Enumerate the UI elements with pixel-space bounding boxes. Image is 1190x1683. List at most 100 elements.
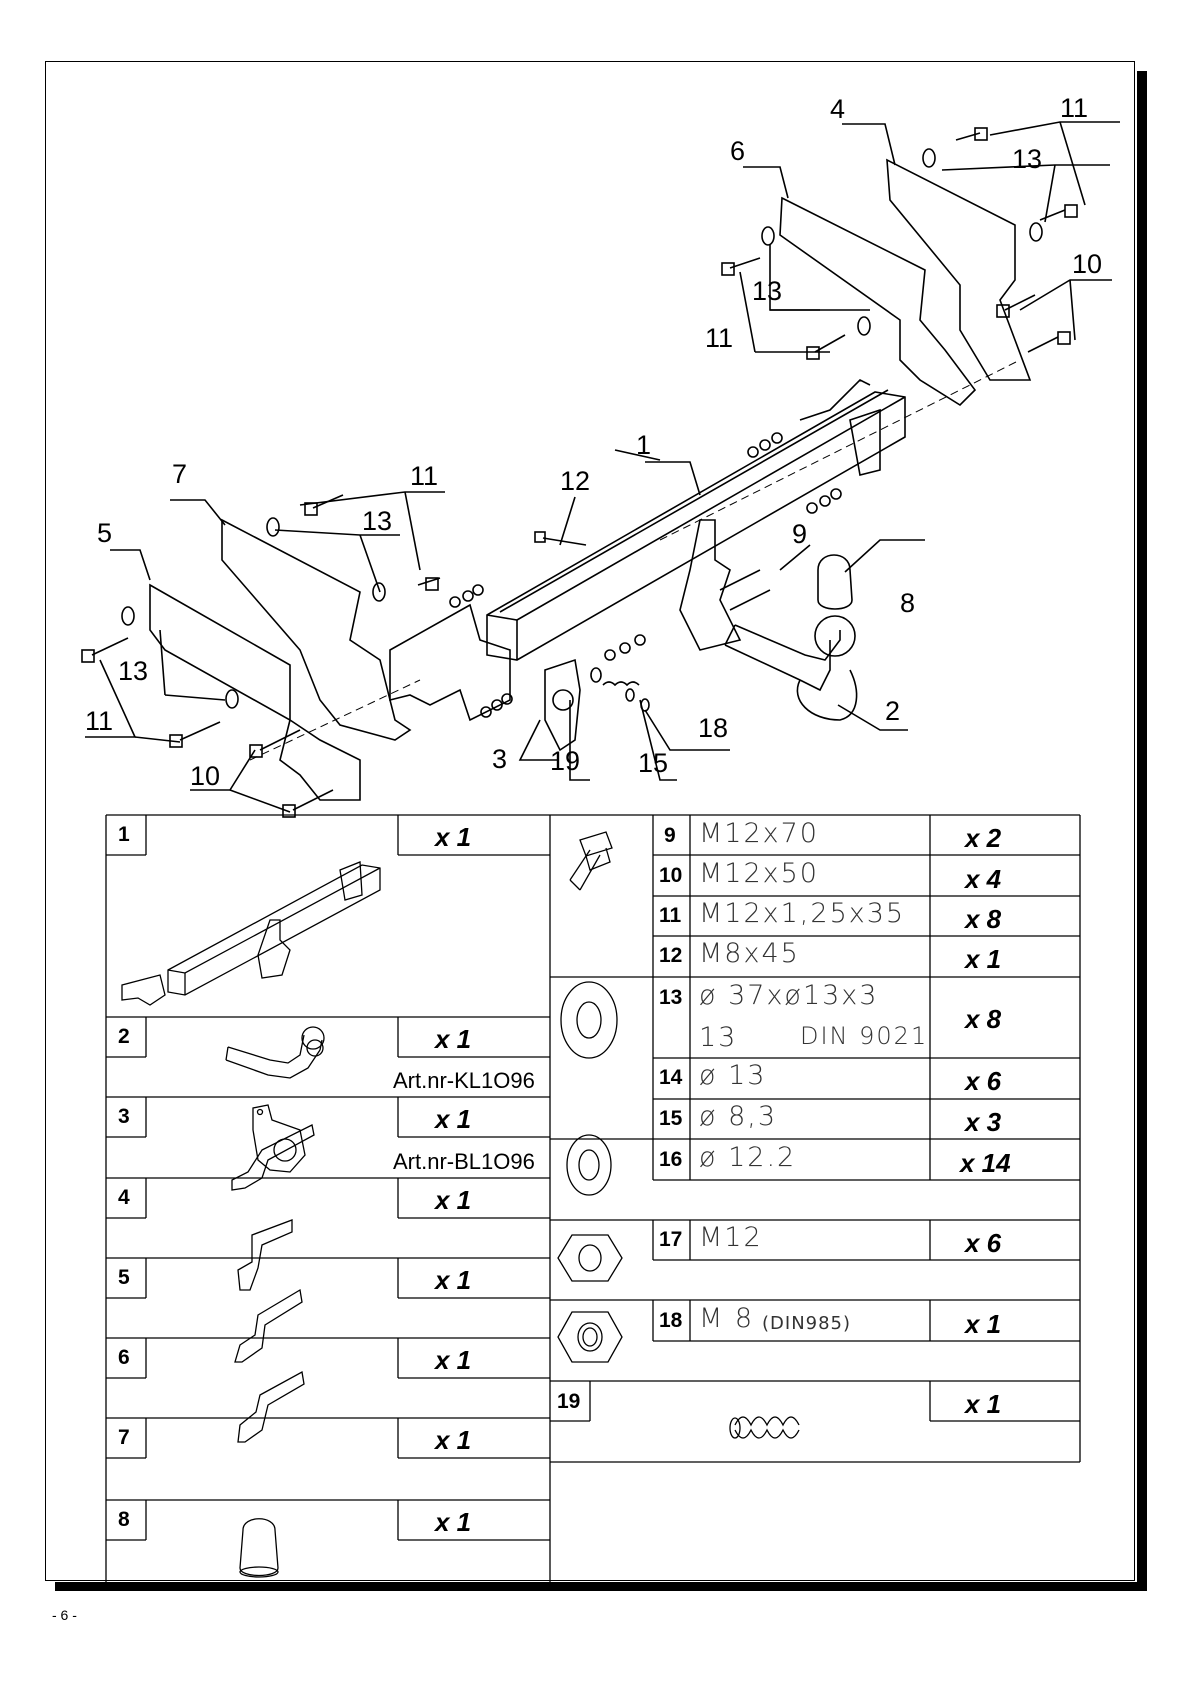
- part-quantity: x 1: [965, 944, 1002, 974]
- part-number: 7: [118, 1426, 130, 1449]
- part-number: 5: [118, 1266, 130, 1289]
- crossmember-part: [389, 379, 906, 722]
- part-number: 18: [659, 1309, 683, 1332]
- callout-2: 2: [885, 696, 900, 726]
- part-spec: ø 12.2: [699, 1142, 797, 1173]
- part-spec-standard: (DIN985): [762, 1313, 852, 1334]
- tow-bar-crossmember-icon: [121, 861, 381, 1006]
- part-number: 14: [659, 1066, 683, 1089]
- bracket-7-part: [221, 518, 412, 741]
- callout-13: 13: [1012, 144, 1042, 174]
- part-quantity: x 1: [965, 1389, 1002, 1419]
- part-number: 8: [118, 1508, 130, 1531]
- part-spec: ø 8,3: [699, 1101, 778, 1132]
- part-number: 13: [659, 986, 683, 1009]
- callout-13: 13: [118, 656, 148, 686]
- part-quantity: x 1: [435, 1185, 472, 1215]
- part-quantity: x 6: [965, 1066, 1002, 1096]
- part-spec: ø 37xø13x3: [699, 980, 879, 1011]
- article-number: Art.nr-KL1O96: [393, 1068, 535, 1093]
- part-spec-standard: DIN 9021: [800, 1022, 929, 1050]
- callout-9: 9: [792, 519, 807, 549]
- callout-13: 13: [752, 276, 782, 306]
- part-number: 6: [118, 1346, 130, 1369]
- part-spec: M12: [699, 1222, 763, 1253]
- washer-set: [121, 148, 1043, 712]
- ball-cover-icon: [239, 1518, 279, 1578]
- part-quantity: x 8: [965, 904, 1002, 934]
- part-number: 10: [659, 864, 683, 887]
- callout-11: 11: [705, 323, 733, 353]
- part-number: 2: [118, 1025, 130, 1048]
- callout-6: 6: [730, 136, 745, 166]
- part-spec: M 8: [699, 1303, 755, 1334]
- spring-washer-icon: [566, 1134, 612, 1196]
- part-quantity: x 8: [965, 1004, 1002, 1034]
- part-spec: M8x45: [699, 938, 800, 969]
- coil-spring-icon: [729, 1416, 800, 1439]
- part-number: 12: [659, 944, 683, 967]
- bracket-5-part: [149, 583, 361, 801]
- ball-cover-part: [817, 554, 853, 610]
- callout-1: 1: [636, 430, 651, 460]
- part-spec: M12x70: [699, 818, 819, 849]
- bracket-5-icon: [237, 1219, 293, 1291]
- article-number: Art.nr-BL1O96: [393, 1149, 535, 1174]
- callout-3: 3: [492, 744, 507, 774]
- part-spec: ø 13: [699, 1060, 767, 1091]
- part-number: 19: [557, 1390, 581, 1413]
- part-quantity: x 3: [965, 1107, 1002, 1137]
- callout-7: 7: [172, 459, 187, 489]
- part-number: 1: [118, 823, 130, 846]
- part-quantity: x 1: [435, 1507, 472, 1537]
- part-number: 16: [659, 1148, 683, 1171]
- page-number: - 6 -: [52, 1607, 77, 1623]
- bracket-4-icon: [231, 1124, 315, 1191]
- callout-11: 11: [85, 706, 113, 736]
- callout-8: 8: [900, 588, 915, 618]
- part-quantity: x 2: [965, 823, 1002, 853]
- part-spec: M12x50: [699, 858, 819, 889]
- part-quantity: x 1: [435, 1265, 472, 1295]
- part-number: 11: [659, 904, 682, 927]
- bolt-set: [81, 127, 1078, 818]
- callout-10: 10: [1072, 249, 1102, 279]
- flat-washer-icon: [560, 981, 618, 1059]
- bolt-icon: [569, 831, 613, 891]
- callout-13: 13: [362, 506, 392, 536]
- socket-plate-icon: [252, 1104, 306, 1173]
- part-number: 9: [664, 824, 676, 847]
- callout-19: 19: [550, 746, 580, 776]
- nut-set: [449, 432, 842, 718]
- hex-nut-icon: [557, 1234, 623, 1282]
- part-number: 17: [659, 1228, 683, 1251]
- callout-11: 11: [1060, 93, 1088, 123]
- callout-15: 15: [638, 748, 668, 778]
- parts-table-grid: [105, 814, 1081, 1584]
- callout-18: 18: [698, 713, 728, 743]
- socket-plate-part: [544, 658, 581, 752]
- part-quantity: x 1: [435, 1345, 472, 1375]
- part-quantity: x 6: [965, 1228, 1002, 1258]
- frame-shadow: [55, 1582, 1147, 1591]
- spring-part: [602, 681, 640, 687]
- callout-10: 10: [190, 761, 220, 791]
- part-quantity: x 4: [965, 864, 1002, 894]
- callout-4: 4: [830, 94, 845, 124]
- callout-11: 11: [410, 461, 438, 491]
- bracket-6-icon: [234, 1288, 303, 1363]
- part-number: 3: [118, 1105, 130, 1128]
- part-quantity: x 1: [965, 1309, 1002, 1339]
- part-quantity: x 1: [435, 1024, 472, 1054]
- part-number: 15: [659, 1107, 683, 1130]
- callout-12: 12: [560, 466, 590, 496]
- part-quantity: x 1: [435, 822, 472, 852]
- tow-ball-neck-part: [724, 615, 858, 721]
- bracket-4-part: [886, 158, 1032, 381]
- bracket-7-icon: [237, 1370, 305, 1443]
- part-spec: M12x1,25x35: [699, 898, 906, 929]
- part-spec-line-2: 13: [699, 1022, 738, 1053]
- callout-5: 5: [97, 518, 112, 548]
- part-quantity: x 1: [435, 1104, 472, 1134]
